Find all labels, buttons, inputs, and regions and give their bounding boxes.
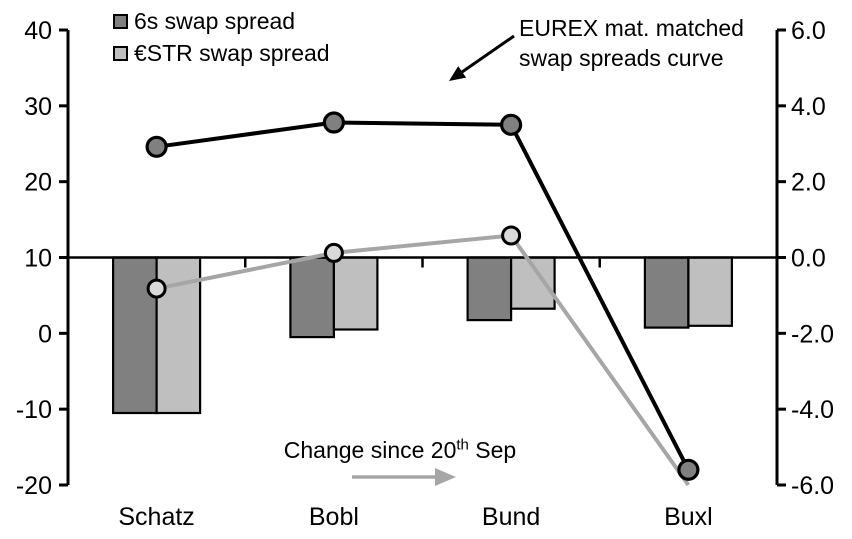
right-axis-label: 4.0 bbox=[791, 93, 826, 121]
right-axis-label: -6.0 bbox=[791, 472, 834, 500]
marker-6s-bund-icon bbox=[500, 113, 523, 136]
annotation-change-label: Change since 20th Sep bbox=[279, 437, 521, 464]
bar-estr-buxl bbox=[687, 256, 734, 327]
annotation-change-superscript: th bbox=[456, 436, 469, 454]
legend-swatch-6s-icon bbox=[113, 13, 128, 29]
left-axis-label: 20 bbox=[24, 169, 52, 197]
left-axis-label: 0 bbox=[38, 320, 52, 348]
marker-estr-schatz-icon bbox=[146, 278, 167, 299]
eurex-arrow-head-icon bbox=[449, 66, 467, 81]
bar-estr-bobl bbox=[332, 256, 379, 331]
legend-item-estr: €STR swap spread bbox=[113, 40, 330, 66]
bar-6s-schatz bbox=[111, 256, 158, 415]
legend-item-6s: 6s swap spread bbox=[113, 8, 330, 34]
right-axis-label: -4.0 bbox=[791, 396, 834, 424]
category-label-buxl: Buxl bbox=[664, 503, 713, 531]
eurex-arrow-shaft bbox=[460, 34, 515, 74]
category-label-schatz: Schatz bbox=[118, 503, 194, 531]
bar-6s-bobl bbox=[289, 256, 335, 339]
marker-estr-bobl-icon bbox=[323, 242, 344, 263]
annotation-eurex-line1: EUREX mat. matched bbox=[519, 15, 744, 41]
right-axis-label: 2.0 bbox=[791, 169, 826, 197]
legend-label-estr: €STR swap spread bbox=[134, 40, 330, 66]
left-axis-label: -10 bbox=[16, 396, 52, 424]
marker-estr-bund-icon bbox=[501, 225, 522, 246]
bar-6s-bund bbox=[466, 256, 513, 322]
right-axis-label: 0.0 bbox=[791, 245, 826, 273]
left-axis-label: 40 bbox=[24, 17, 52, 45]
marker-6s-buxl-icon bbox=[677, 458, 700, 481]
category-label-bobl: Bobl bbox=[309, 503, 359, 531]
annotation-change-prefix: Change since 20 bbox=[283, 437, 457, 463]
legend-label-6s: 6s swap spread bbox=[134, 8, 296, 34]
right-axis-label: 6.0 bbox=[791, 17, 826, 45]
change-arrow-head-icon bbox=[435, 468, 456, 486]
line-estr-curve bbox=[156, 233, 691, 487]
left-axis-label: -20 bbox=[16, 472, 52, 500]
category-label-bund: Bund bbox=[482, 503, 540, 531]
legend-swatch-estr-icon bbox=[113, 45, 128, 61]
annotation-change-suffix: Sep bbox=[468, 437, 517, 463]
marker-6s-schatz-icon bbox=[145, 135, 168, 158]
annotation-eurex-line2: swap spreads curve bbox=[519, 45, 724, 71]
legend: 6s swap spread €STR swap spread bbox=[113, 8, 330, 72]
marker-6s-bobl-icon bbox=[322, 111, 345, 134]
bar-6s-buxl bbox=[643, 256, 690, 329]
left-axis-label: 10 bbox=[24, 245, 52, 273]
line-6s-curve bbox=[156, 120, 691, 471]
left-axis-label: 30 bbox=[24, 93, 52, 121]
annotation-eurex-label: EUREX mat. matched swap spreads curve bbox=[519, 13, 744, 73]
right-axis-label: -2.0 bbox=[791, 320, 834, 348]
